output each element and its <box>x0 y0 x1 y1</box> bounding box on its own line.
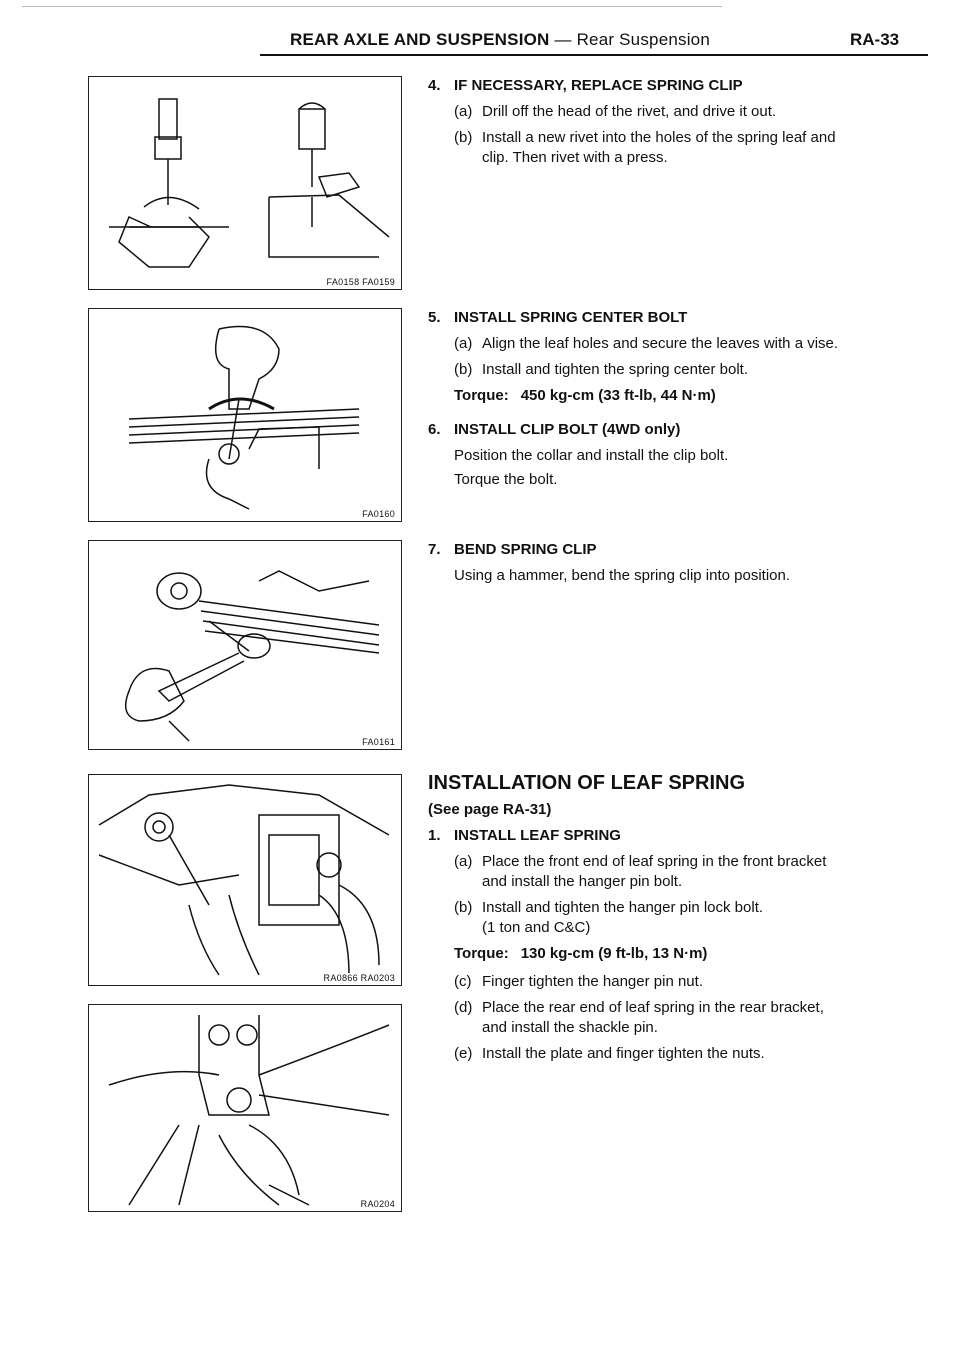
step-title: INSTALL SPRING CENTER BOLT <box>454 309 688 326</box>
step-number: 5. <box>428 309 441 326</box>
figure-shackle: RA0204 <box>88 1004 402 1212</box>
section-heading: INSTALLATION OF LEAF SPRING <box>428 772 746 794</box>
figure-code: FA0161 <box>360 737 397 747</box>
substep-text: Install a new rivet into the holes of th… <box>482 129 836 146</box>
torque-value: 130 kg-cm (9 ft-lb, 13 N·m) <box>520 945 708 962</box>
figure-code: RA0204 <box>358 1199 397 1209</box>
substep-text: Install and tighten the spring center bo… <box>482 361 749 378</box>
substep-text: Place the rear end of leaf spring in the… <box>482 999 824 1016</box>
header-section: REAR AXLE AND SUSPENSION <box>290 30 550 49</box>
hammer-clip-illustration <box>124 570 380 742</box>
substep-text: and install the hanger pin bolt. <box>482 873 683 890</box>
substep-label: (e) <box>454 1045 473 1062</box>
step-number: 7. <box>428 541 441 558</box>
step-title: INSTALL CLIP BOLT (4WD only) <box>454 421 681 438</box>
figure-bend-clip: FA0161 <box>88 540 402 750</box>
step-heading: 7. BEND SPRING CLIP <box>428 540 928 560</box>
substep: (d) Place the rear end of leaf spring in … <box>428 998 928 1038</box>
substep: (b) Install a new rivet into the holes of… <box>428 128 928 168</box>
step-7: 7. BEND SPRING CLIP Using a hammer, bend … <box>428 540 928 590</box>
step-6: 6. INSTALL CLIP BOLT (4WD only) Position … <box>428 420 928 494</box>
substep-text: and install the shackle pin. <box>482 1019 658 1036</box>
torque-spec: Torque: 130 kg-cm (9 ft-lb, 13 N·m) <box>428 944 928 964</box>
substep-label: (b) <box>454 129 473 146</box>
step-number: 6. <box>428 421 441 438</box>
header-dash: — <box>549 30 577 49</box>
page-number: RA-33 <box>850 30 900 49</box>
step-number: 1. <box>428 827 441 844</box>
substep-label: (b) <box>454 899 473 916</box>
substep-label: (c) <box>454 973 472 990</box>
figure-code: FA0158 FA0159 <box>324 277 397 287</box>
step-5: 5. INSTALL SPRING CENTER BOLT (a) Align th… <box>428 308 928 414</box>
substep: (c) Finger tighten the hanger pin nut. <box>428 972 928 992</box>
substep-label: (a) <box>454 853 473 870</box>
figure-center-bolt: FA0160 <box>88 308 402 522</box>
step-heading: 4. IF NECESSARY, REPLACE SPRING CLIP <box>428 76 928 96</box>
step-number: 4. <box>428 77 441 94</box>
step-heading: 5. INSTALL SPRING CENTER BOLT <box>428 308 928 328</box>
torque-label: Torque: <box>454 387 509 404</box>
figure-drill-rivet: FA0158 FA0159 <box>88 76 402 290</box>
step-text: Using a hammer, bend the spring clip int… <box>454 567 791 584</box>
substep-text: Drill off the head of the rivet, and dri… <box>482 103 777 120</box>
top-rule <box>22 6 722 7</box>
hanger-pin-illustration <box>98 784 390 976</box>
step-heading: 1. INSTALL LEAF SPRING <box>428 826 928 846</box>
substep-text: (1 ton and C&C) <box>482 919 591 936</box>
substep: (a) Drill off the head of the rivet, and … <box>428 102 928 122</box>
installation-section: INSTALLATION OF LEAF SPRING (See page RA… <box>428 770 928 1070</box>
substep-text: clip. Then rivet with a press. <box>482 149 668 166</box>
substep-text: Install the plate and finger tighten the… <box>482 1045 765 1062</box>
figure-code: RA0866 RA0203 <box>321 973 397 983</box>
torque-spec: Torque: 450 kg-cm (33 ft-lb, 44 N·m) <box>428 386 928 406</box>
drill-rivet-illustration <box>109 98 390 268</box>
substep-label: (a) <box>454 335 473 352</box>
figure-hanger-pin: RA0866 RA0203 <box>88 774 402 986</box>
step-heading: 6. INSTALL CLIP BOLT (4WD only) <box>428 420 928 440</box>
substep: (b) Install and tighten the spring center… <box>428 360 928 380</box>
substep-label: (d) <box>454 999 473 1016</box>
substep: (a) Align the leaf holes and secure the l… <box>428 334 928 354</box>
page-header: REAR AXLE AND SUSPENSION — Rear Suspensi… <box>290 30 710 50</box>
torque-label: Torque: <box>454 945 509 962</box>
substep-label: (a) <box>454 103 473 120</box>
see-page-reference: (See page RA-31) <box>428 801 552 818</box>
step-title: IF NECESSARY, REPLACE SPRING CLIP <box>454 77 743 94</box>
shackle-illustration <box>108 1015 390 1206</box>
torque-value: 450 kg-cm (33 ft-lb, 44 N·m) <box>520 387 716 404</box>
step-text: Torque the bolt. <box>454 471 558 488</box>
wrench-center-bolt-illustration <box>128 325 360 510</box>
substep: (b) Install and tighten the hanger pin lo… <box>428 898 928 938</box>
step-4: 4. IF NECESSARY, REPLACE SPRING CLIP (a) D… <box>428 76 928 174</box>
substep-text: Install and tighten the hanger pin lock … <box>482 899 764 916</box>
header-rule <box>260 54 928 56</box>
substep-text: Finger tighten the hanger pin nut. <box>482 973 703 990</box>
substep: (a) Place the front end of leaf spring in… <box>428 852 928 892</box>
substep: (e) Install the plate and finger tighten … <box>428 1044 928 1064</box>
substep-text: Place the front end of leaf spring in th… <box>482 853 827 870</box>
substep-text: Align the leaf holes and secure the leav… <box>482 335 839 352</box>
figure-code: FA0160 <box>360 509 397 519</box>
step-title: INSTALL LEAF SPRING <box>454 827 621 844</box>
substep-label: (b) <box>454 361 473 378</box>
step-title: BEND SPRING CLIP <box>454 541 597 558</box>
header-subsection: Rear Suspension <box>576 30 710 49</box>
step-text: Position the collar and install the clip… <box>454 447 729 464</box>
